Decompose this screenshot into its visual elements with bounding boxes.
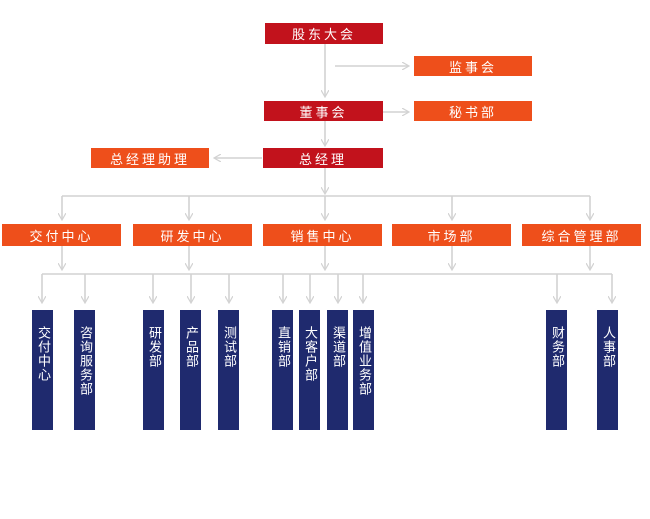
dept-label: 产品部 [183, 326, 198, 368]
delivery-center-box: 交付中心 [2, 224, 121, 246]
gm-assistant-box: 总经理助理 [91, 148, 209, 168]
dept-value-added-business: 增值业务部 [353, 310, 374, 430]
dept-direct-sales: 直销部 [272, 310, 293, 430]
shareholders-meeting-box: 股东大会 [265, 23, 383, 44]
supervisory-board-box: 监事会 [414, 56, 532, 76]
general-manager-box: 总经理 [263, 148, 383, 168]
dept-label: 研发部 [146, 326, 161, 368]
dept-product: 产品部 [180, 310, 201, 430]
dept-label: 大客户部 [302, 326, 317, 382]
board-of-directors-box: 董事会 [264, 101, 383, 121]
dept-label: 直销部 [275, 326, 290, 368]
dept-hr: 人事部 [597, 310, 618, 430]
secretary-dept-box: 秘书部 [414, 101, 532, 121]
dept-testing: 测试部 [218, 310, 239, 430]
dept-finance: 财务部 [546, 310, 567, 430]
dept-delivery-center: 交付中心 [32, 310, 53, 430]
dept-label: 咨询服务部 [77, 326, 92, 396]
dept-research: 研发部 [143, 310, 164, 430]
sales-center-box: 销售中心 [263, 224, 382, 246]
dept-consulting-service: 咨询服务部 [74, 310, 95, 430]
dept-label: 渠道部 [330, 326, 345, 368]
general-admin-dept-box: 综合管理部 [522, 224, 641, 246]
rnd-center-box: 研发中心 [133, 224, 252, 246]
dept-label: 财务部 [549, 326, 564, 368]
marketing-dept-box: 市场部 [392, 224, 511, 246]
dept-label: 增值业务部 [356, 326, 371, 396]
dept-label: 测试部 [221, 326, 236, 368]
dept-key-accounts: 大客户部 [299, 310, 320, 430]
dept-label: 交付中心 [35, 326, 50, 382]
dept-label: 人事部 [600, 326, 615, 368]
dept-channel: 渠道部 [327, 310, 348, 430]
